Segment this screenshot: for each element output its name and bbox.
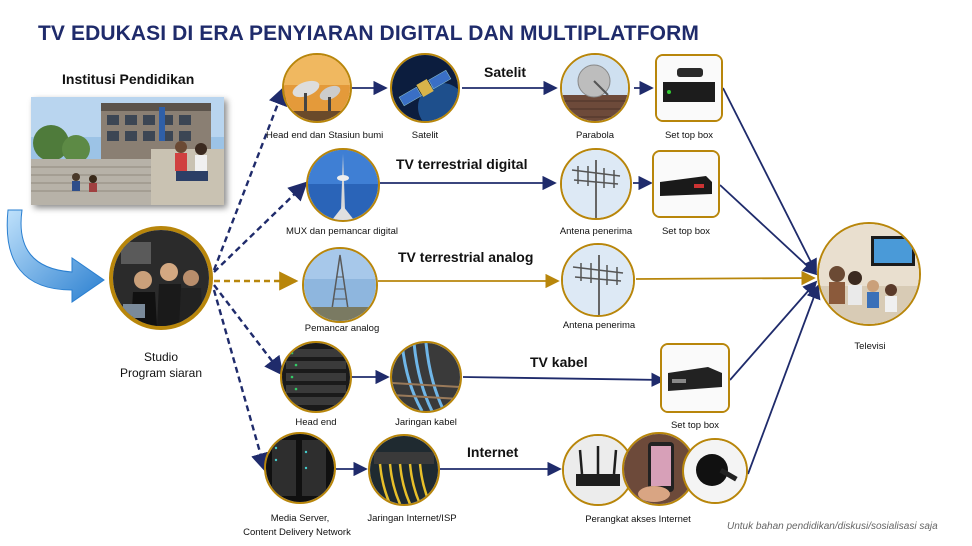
media-server-label-1: Media Server, [252,513,348,524]
studio-label-line2: Program siaran [112,365,210,381]
parabola-label: Parabola [570,130,620,141]
jaringan-internet-circle [368,434,440,506]
jaringan-kabel-circle [390,341,462,413]
satelit-label: Satelit [400,130,450,141]
studio-label: Studio Program siaran [112,349,210,381]
stb-kabel-box [660,343,730,413]
channel-internet-label: Internet [467,444,518,460]
antena-digital-label: Antena penerima [548,226,644,237]
head-end-stasiun-circle [282,53,352,123]
stb-kabel-label: Set top box [665,420,725,431]
chromecast-circle [682,438,748,504]
satelit-circle [390,53,460,123]
antena-analog-label: Antena penerima [551,320,647,331]
stb-digital-box [652,150,720,218]
footer-note: Untuk bahan pendidikan/diskusi/sosialisa… [727,521,938,532]
dash-to-satelit [214,88,284,270]
head-end-label: Head end [286,417,346,428]
televisi-label: Televisi [840,341,900,352]
head-end-stasiun-label: Head end dan Stasiun bumi [266,130,376,141]
jaringan-kabel-label: Jaringan kabel [386,417,466,428]
studio-circle [109,226,213,330]
media-server-circle [264,432,336,504]
perangkat-label: Perangkat akses Internet [576,514,700,525]
mux-circle [306,148,380,222]
channel-terrestrial-analog-label: TV terrestrial analog [398,249,533,265]
pemancar-analog-label: Pemancar analog [292,323,392,334]
mux-label: MUX dan pemancar digital [276,226,408,237]
antena-digital-circle [560,148,632,220]
stb-satelit-label: Set top box [659,130,719,141]
jaringan-internet-label: Jaringan Internet/ISP [362,513,462,524]
pemancar-analog-circle [302,247,378,323]
stb-digital-label: Set top box [656,226,716,237]
televisi-circle [817,222,921,326]
stb-satelit-box [655,54,723,122]
studio-label-line1: Studio [112,349,210,365]
head-end-circle [280,341,352,413]
antena-analog-circle [561,243,635,317]
channel-satelit-label: Satelit [484,64,526,80]
channel-terrestrial-digital-label: TV terrestrial digital [396,156,527,172]
parabola-circle [560,53,630,123]
media-server-label-2: Content Delivery Network [226,527,368,538]
channel-kabel-label: TV kabel [530,354,588,370]
